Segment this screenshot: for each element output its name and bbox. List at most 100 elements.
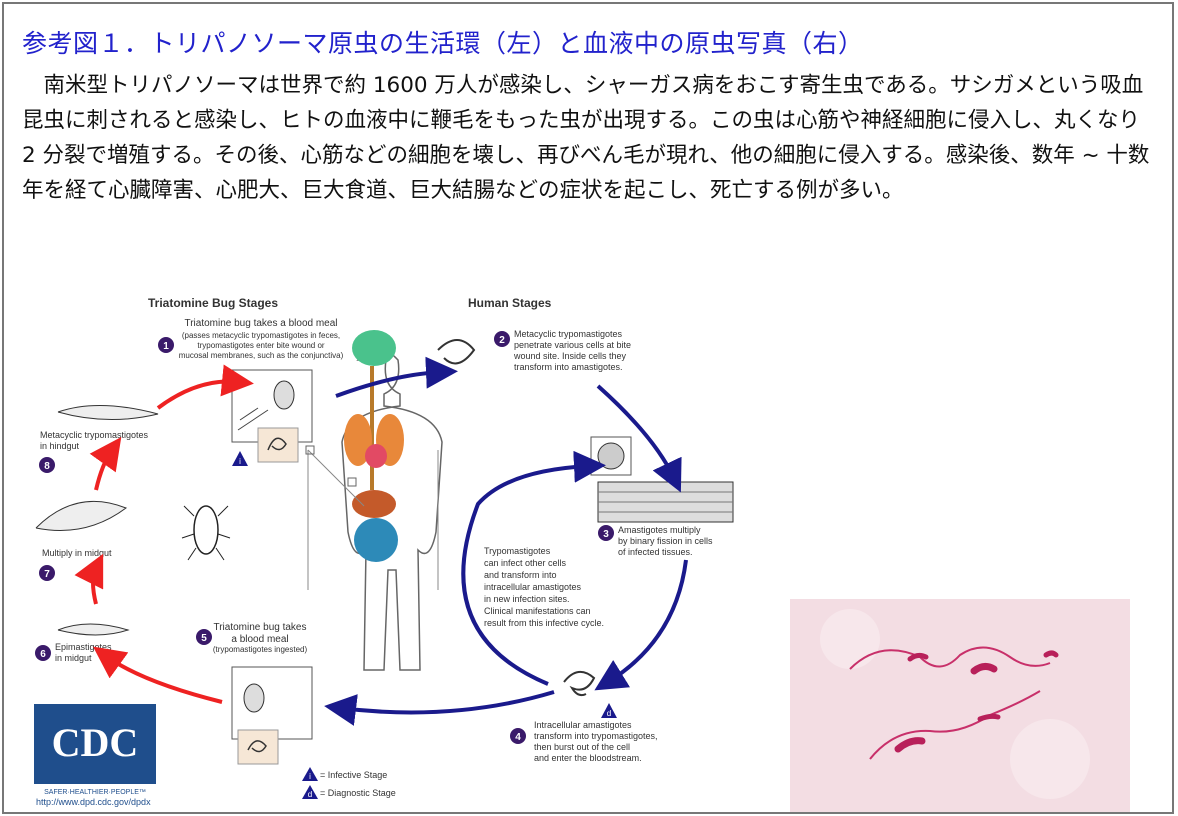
cdc-logo — [34, 704, 156, 784]
step6-line1: Epimastigotes — [55, 642, 112, 652]
step3-number: 3 — [603, 529, 609, 540]
step1-trypomastigote — [267, 437, 287, 451]
step7-number: 7 — [44, 569, 50, 580]
figure-title: 参考図１．トリパノソーマ原虫の生活環（左）と血液中の原虫写真（右） — [22, 29, 864, 58]
human-heart — [365, 444, 387, 468]
triatomine-bug-icon — [193, 505, 219, 555]
step5-trypomastigote — [247, 740, 267, 753]
step5-number: 5 — [201, 633, 207, 644]
trypomastigote-2-body — [907, 652, 929, 662]
blood-smear-texture-2 — [1010, 719, 1090, 799]
arrow-2-to-3 — [596, 384, 682, 493]
step3-line1: Amastigotes multiply — [618, 525, 701, 535]
step7-dividing-epimastigote — [35, 500, 128, 531]
trypomastigote-5-body — [977, 713, 1001, 722]
step8-circle — [39, 457, 55, 473]
step4-circle — [510, 728, 526, 744]
step5-bug-insect — [243, 683, 265, 713]
human-lung-left — [344, 414, 372, 466]
center-line2: can infect other cells — [484, 558, 567, 568]
step3-line2: by binary fission in cells — [618, 536, 713, 546]
step1-line3: mucosal membranes, such as the conjuncti… — [179, 351, 344, 360]
triatomine-bug-legs — [181, 505, 231, 561]
cdc-tagline: SAFER·HEALTHIER·PEOPLE™ — [44, 789, 146, 796]
human-connector-lines — [307, 449, 439, 590]
step4-trypomastigote — [563, 671, 596, 697]
step3-infected-cell — [597, 442, 625, 470]
step2-circle — [494, 331, 510, 347]
step1-title: Triatomine bug takes a blood meal — [184, 318, 337, 329]
step4-line2: transform into trypomastigotes, — [534, 731, 658, 741]
step5-line2: a blood meal — [231, 634, 288, 645]
step2-line1: Metacyclic trypomastigotes — [514, 329, 623, 339]
step5-sub: (trypomastigotes ingested) — [213, 645, 308, 654]
step4-line1: Intracellular amastigotes — [534, 720, 632, 730]
step5-line1: Triatomine bug takes — [213, 622, 306, 633]
step8-trypomastigote — [57, 404, 159, 421]
diagnostic-marker-letter: d — [607, 709, 611, 718]
arrow-5-to-6 — [93, 646, 223, 704]
arrow-8-to-1 — [156, 364, 254, 410]
human-stomach — [352, 490, 396, 518]
step8-line2: in hindgut — [40, 441, 80, 451]
trypomastigote-4 — [869, 690, 1041, 760]
arrow-7-to-8 — [89, 436, 122, 491]
step3-circle — [598, 525, 614, 541]
arrow-4-to-5 — [324, 690, 555, 726]
bug-bite-insect — [273, 380, 295, 410]
arrow-3-to-4 — [594, 559, 688, 691]
cdc-url: http://www.dpd.cdc.gov/dpdx — [36, 797, 151, 807]
description-paragraph: 南米型トリパノソーマは世界で約 1600 万人が感染し、シャーガス病をおこす寄生… — [22, 73, 1150, 203]
center-line6: Clinical manifestations can — [484, 606, 591, 616]
bug-stages-title: Triatomine Bug Stages — [148, 296, 278, 310]
life-cycle-svg: Triatomine Bug Stages Human Stages 1 Tri… — [34, 296, 734, 807]
step5-bug-image — [231, 666, 313, 740]
diagnostic-marker — [601, 703, 617, 718]
life-cycle-diagram: Triatomine Bug Stages Human Stages 1 Tri… — [18, 290, 778, 812]
step8-line1: Metacyclic trypomastigotes — [40, 430, 149, 440]
step2-number: 2 — [499, 335, 505, 346]
bug-bite-skin-lines — [237, 407, 269, 431]
arrow-reinfection-cycle — [461, 450, 606, 686]
step7-line1: Multiply in midgut — [42, 548, 112, 558]
center-line1: Trypomastigotes — [484, 546, 551, 556]
human-stages-title: Human Stages — [468, 296, 552, 310]
arrow-1-to-2 — [335, 356, 458, 398]
connector-box-1 — [305, 445, 315, 455]
center-line3: and transform into — [484, 570, 557, 580]
legend-diagnostic-letter: d — [308, 790, 312, 799]
human-intestine — [354, 518, 398, 562]
trypomastigote-1 — [849, 646, 1051, 670]
step4-number: 4 — [515, 732, 521, 743]
step1-line1: (passes metacyclic trypomastigotes in fe… — [182, 331, 340, 340]
legend-diagnostic: = Diagnostic Stage — [320, 788, 396, 798]
step2-trypomastigote — [437, 339, 476, 365]
human-brain — [352, 330, 396, 366]
step8-number: 8 — [44, 461, 50, 472]
step5-circle — [196, 629, 212, 645]
step7-circle — [39, 565, 55, 581]
infective-marker-1 — [232, 451, 248, 466]
step4-line3: then burst out of the cell — [534, 742, 630, 752]
center-line5: in new infection sites. — [484, 594, 570, 604]
step2-line3: wound site. Inside cells they — [513, 351, 627, 361]
legend-infective-marker — [302, 767, 318, 781]
trypomastigote-4-body — [894, 737, 926, 753]
blood-smear-svg — [790, 599, 1130, 812]
trypomastigote-1-body — [970, 662, 998, 675]
cdc-logo-text: CDC — [52, 720, 139, 765]
step1-number: 1 — [163, 341, 169, 352]
step1-trypomastigote-box — [257, 427, 299, 463]
center-line7: result from this infective cycle. — [484, 618, 604, 628]
step6-line2: in midgut — [55, 653, 92, 663]
trypomastigote-3-body — [1043, 650, 1059, 658]
center-line4: intracellular amastigotes — [484, 582, 582, 592]
blood-smear-texture-1 — [820, 609, 880, 669]
step6-epimastigote — [57, 623, 130, 636]
step4-line4: and enter the bloodstream. — [534, 753, 642, 763]
legend-infective: = Infective Stage — [320, 770, 387, 780]
legend-diagnostic-marker — [302, 785, 318, 799]
step2-line2: penetrate various cells at bite — [514, 340, 631, 350]
step1-line2: trypomastigotes enter bite wound or — [197, 341, 325, 350]
